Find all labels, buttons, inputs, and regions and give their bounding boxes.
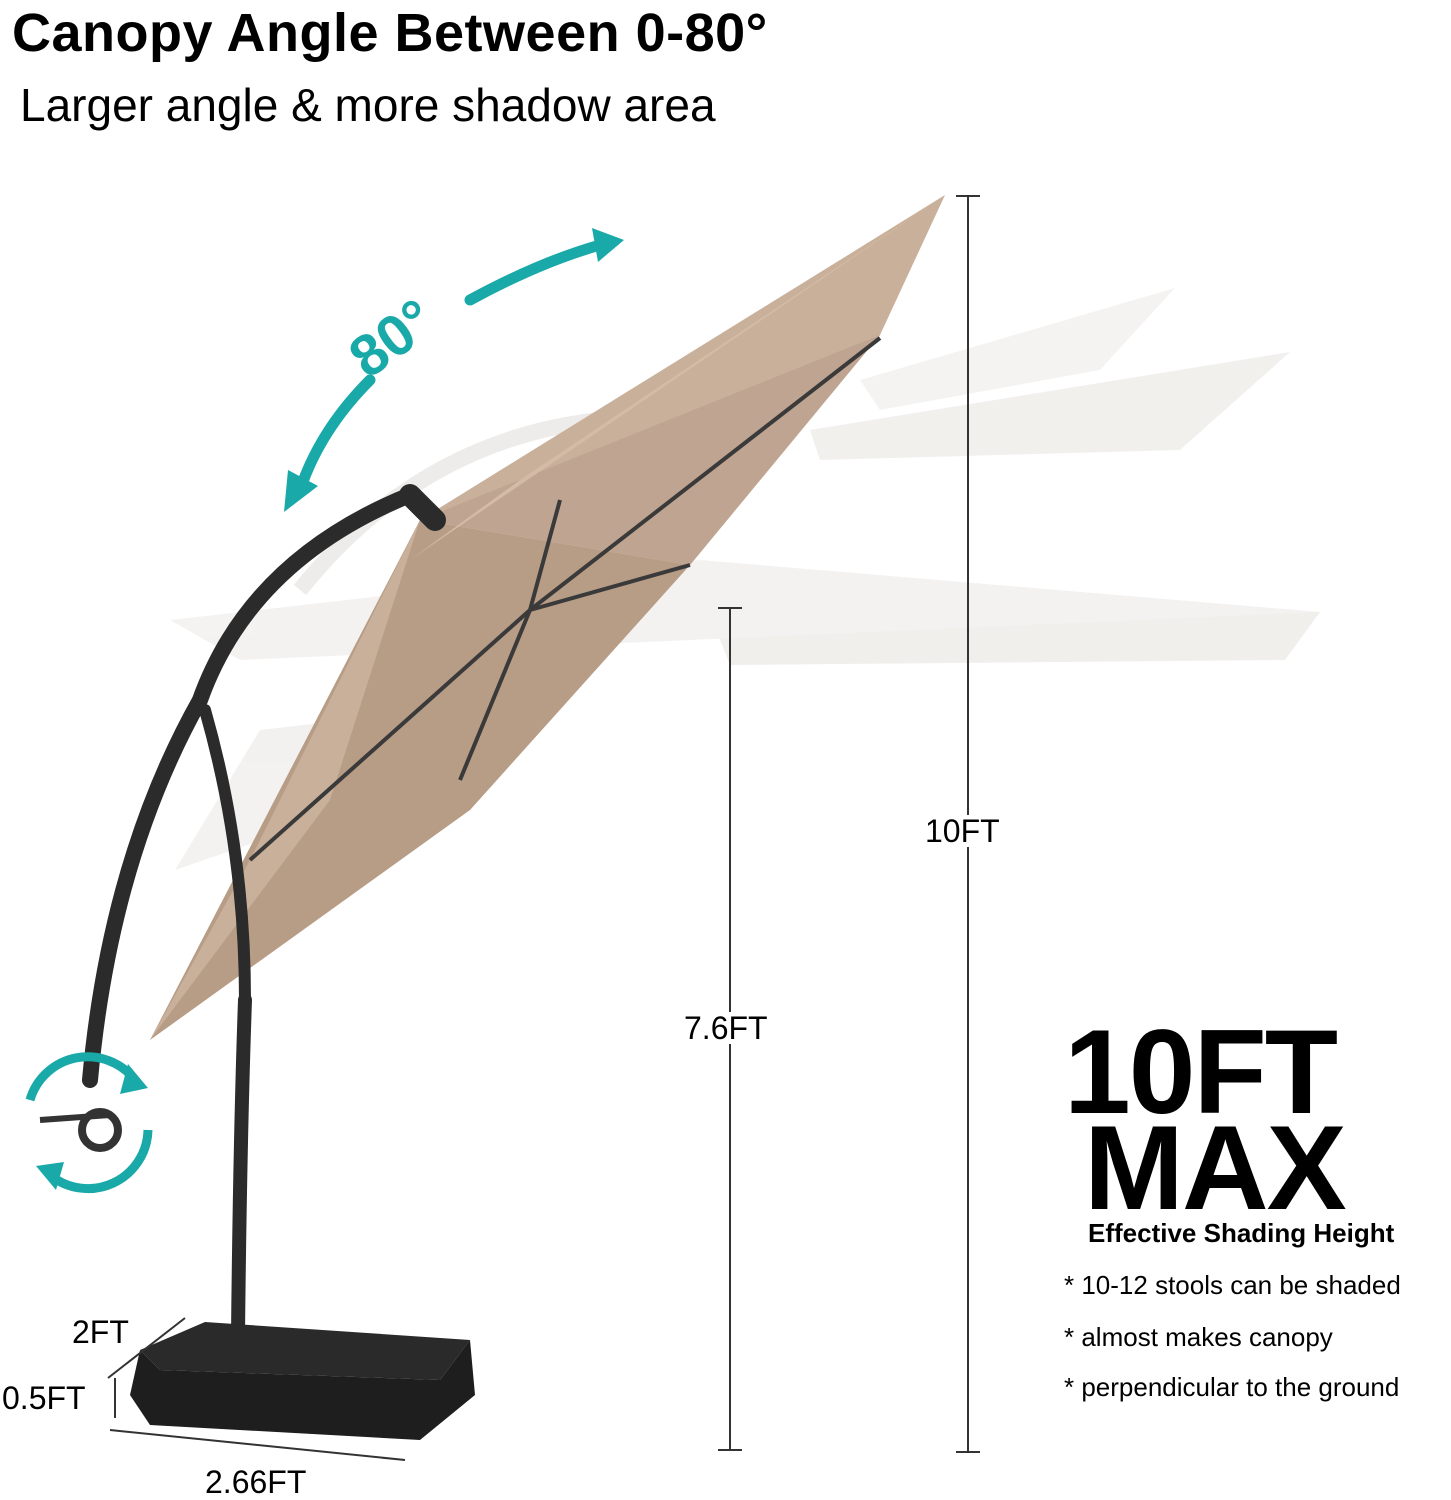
canopy-panel-left — [410, 195, 945, 560]
angle-arrow-upper — [464, 239, 606, 306]
handle-bar — [39, 1112, 111, 1123]
rib-3 — [458, 609, 532, 781]
base-depth-label: 2FT — [72, 1314, 129, 1350]
cantilever-arm — [82, 487, 418, 1088]
umbrella-base — [130, 1322, 475, 1440]
rotate-arrowhead-top — [120, 1064, 148, 1094]
main-pole — [231, 993, 252, 1342]
headline-caption: Effective Shading Height — [1088, 1218, 1395, 1248]
base-width-line — [109, 1429, 406, 1461]
rotation-handle — [25, 1052, 153, 1194]
support-strut — [199, 704, 251, 1006]
base-height-label: 0.5FT — [2, 1380, 86, 1416]
total-height-label: 10FT — [925, 813, 1000, 849]
arm-head — [399, 484, 446, 531]
base-body — [130, 1340, 475, 1440]
base-top — [140, 1322, 470, 1380]
headline-line1: 10FT — [1064, 1005, 1338, 1139]
page-title: Canopy Angle Between 0-80° — [12, 3, 768, 63]
note-item: * almost makes canopy — [1064, 1322, 1333, 1352]
ghost-canopy-4 — [860, 288, 1175, 410]
angle-arrowhead-lower — [284, 470, 318, 512]
umbrella-frame — [82, 484, 446, 1342]
rib-5 — [528, 499, 562, 611]
rib-4 — [248, 608, 532, 862]
rotate-arrow-top — [25, 1052, 139, 1102]
main-canopy — [150, 195, 945, 1040]
angle-arrow-lower — [294, 374, 376, 496]
angle-arrowhead-upper — [592, 228, 624, 262]
rib-1 — [528, 336, 882, 612]
rib-2 — [529, 563, 691, 612]
ghost-canopy-3 — [810, 352, 1290, 460]
base-depth-line — [107, 1317, 186, 1379]
rotate-arrow-bottom — [47, 1129, 153, 1194]
base-width-label: 2.66FT — [205, 1464, 307, 1500]
page-subtitle: Larger angle & more shadow area — [20, 79, 716, 131]
note-item: * perpendicular to the ground — [1064, 1372, 1400, 1402]
canopy-panel-mid — [420, 335, 880, 565]
handle-ring — [78, 1108, 122, 1152]
headline-line2: MAX — [1084, 1101, 1347, 1235]
ghost-arm — [293, 412, 601, 595]
rotate-arrowhead-bottom — [36, 1162, 64, 1190]
note-item: * 10-12 stools can be shaded — [1064, 1270, 1401, 1300]
canopy-panel-dark — [150, 520, 690, 1040]
angle-label: 80° — [337, 286, 446, 390]
canopy-clearance-label: 7.6FT — [684, 1010, 768, 1046]
